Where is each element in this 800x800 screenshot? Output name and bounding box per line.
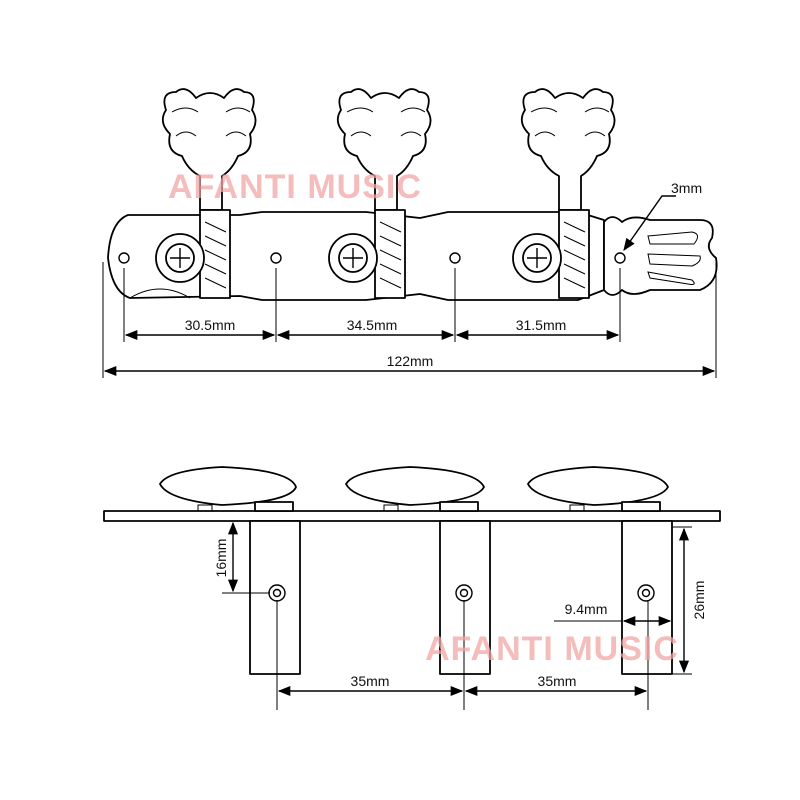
mounting-hole xyxy=(449,252,461,264)
top-view: 30.5mm 34.5mm 31.5mm 122mm 3mm xyxy=(102,88,718,378)
tuner-key xyxy=(512,88,616,299)
side-key xyxy=(159,466,297,512)
side-key xyxy=(527,466,669,512)
string-post xyxy=(621,520,673,675)
dim-label-hole-spacing-3: 31.5mm xyxy=(516,317,567,333)
dim-label-post-spacing-1: 35mm xyxy=(351,673,390,689)
string-post xyxy=(249,520,301,675)
mounting-hole xyxy=(614,252,626,264)
dim-label-post-height: 26mm xyxy=(691,581,707,620)
side-plate xyxy=(103,510,721,522)
dim-label-post-spacing-2: 35mm xyxy=(538,673,577,689)
side-key xyxy=(345,466,485,512)
tuner-key xyxy=(328,88,432,299)
dim-label-edge-offset: 3mm xyxy=(671,180,702,196)
watermark-top: AFANTI MUSIC xyxy=(168,168,422,206)
dim-label-total-length: 122mm xyxy=(387,353,434,369)
string-post xyxy=(439,520,491,675)
tuner-key xyxy=(155,88,257,299)
mounting-hole xyxy=(118,252,130,264)
dim-label-hole-height: 16mm xyxy=(213,539,229,578)
mounting-hole xyxy=(270,252,282,264)
dim-label-hole-spacing-1: 30.5mm xyxy=(185,317,236,333)
end-tab xyxy=(603,216,718,296)
leader-line xyxy=(623,195,676,252)
dim-label-post-width: 9.4mm xyxy=(565,601,608,617)
side-view: 35mm 35mm 9.4mm 16mm 26mm xyxy=(103,466,721,710)
watermark-bottom: AFANTI MUSIC xyxy=(425,630,679,668)
dim-label-hole-spacing-2: 34.5mm xyxy=(347,317,398,333)
